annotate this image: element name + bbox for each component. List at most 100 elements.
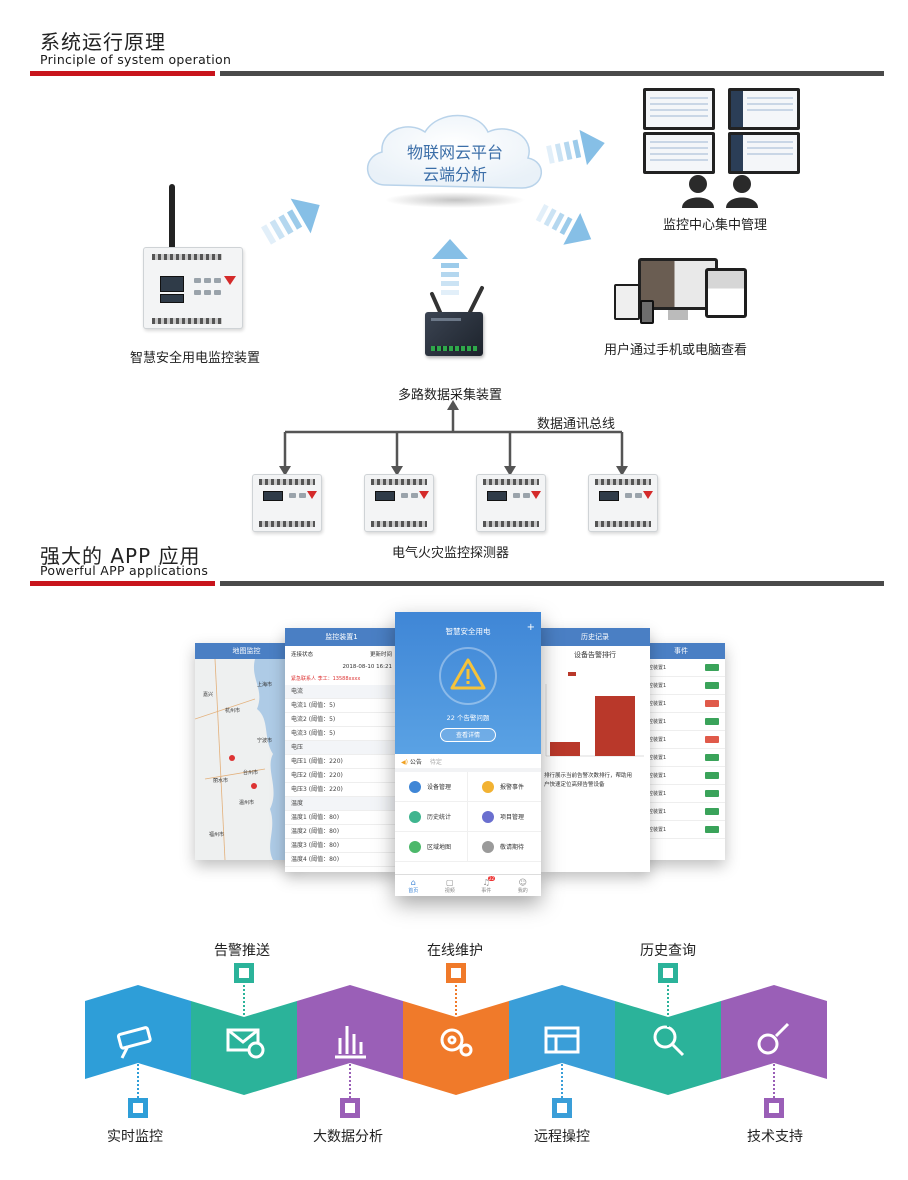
event-status-badge (705, 682, 719, 689)
map-marker-icon[interactable] (251, 783, 257, 789)
event-list-item[interactable]: 监控装置1 (637, 695, 725, 713)
device-contact: 紧急联系人 李工：13588xxxx (291, 676, 361, 682)
list-item[interactable]: 电压2 (阈值：220) (285, 769, 398, 783)
phone-device (640, 300, 654, 324)
list-item[interactable]: 温度2 (阈值：80) (285, 825, 398, 839)
connector-square (128, 1098, 148, 1118)
ranking-bar (550, 742, 580, 756)
list-item[interactable]: 电压3 (阈值：220) (285, 783, 398, 797)
event-status-badge (705, 718, 719, 725)
view-details-button[interactable]: 查看详情 (440, 728, 496, 742)
ranking-subtitle: 设备告警排行 (574, 651, 616, 659)
grid-item-map[interactable]: 区域地图 (395, 832, 468, 862)
map-marker-icon[interactable] (229, 755, 235, 761)
event-status-badge (705, 700, 719, 707)
laptop-screen (614, 284, 640, 320)
detector-label: 电气火灾监控探测器 (392, 546, 510, 561)
camera-icon (116, 1026, 152, 1059)
feature-panel (297, 985, 403, 1079)
event-list-item[interactable]: 监控装置1 (637, 767, 725, 785)
magnifier-icon (653, 1025, 685, 1057)
arrow-cloud-to-center (546, 129, 605, 166)
grid-item-more[interactable]: 敬请期待 (468, 832, 541, 862)
tab-video[interactable]: ▢视频 (432, 875, 469, 896)
ranking-text: 户快速定位高频告警设备 (544, 782, 605, 788)
section2-subtitle: Powerful APP applications (40, 563, 209, 578)
map-city: 丽水市 (213, 778, 229, 784)
section2-accent-bar (30, 581, 215, 586)
fire-detector-device (252, 474, 322, 532)
event-device-name: 监控装置1 (643, 719, 667, 725)
grid-item-project[interactable]: 项目管理 (468, 802, 541, 832)
bell-icon: ♫ (482, 878, 490, 887)
event-list-item[interactable]: 监控装置1 (637, 749, 725, 767)
section2-title: 强大的 APP 应用 (40, 544, 201, 568)
list-item[interactable]: 电流2 (阈值：5) (285, 713, 398, 727)
tab-home[interactable]: ⌂首页 (395, 875, 432, 896)
stats-icon (409, 810, 421, 823)
device-update-label: 更新时间 (369, 652, 392, 658)
map-icon (409, 840, 421, 853)
feature-label-big-data: 大数据分析 (313, 1129, 383, 1145)
event-screen-title: 事件 (637, 643, 725, 659)
event-list-item[interactable]: 监控装置1 (637, 731, 725, 749)
cloud-label: 物联网云平台 云端分析 (385, 142, 525, 186)
project-icon (482, 810, 494, 823)
event-list-item[interactable]: 监控装置1 (637, 659, 725, 677)
event-list-item[interactable]: 监控装置1 (637, 713, 725, 731)
event-list-item[interactable]: 监控装置1 (637, 821, 725, 839)
event-list-item[interactable]: 监控装置1 (637, 677, 725, 695)
antenna-icon (169, 184, 175, 254)
event-device-name: 监控装置1 (643, 755, 667, 761)
map-screen: 地图监控 上海市 杭州市 嘉兴 宁波市 台州市 温州市 丽水市 福州市 (195, 643, 298, 860)
cloud-line2: 云端分析 (422, 165, 487, 184)
monitor-center-label: 监控中心集中管理 (663, 218, 768, 233)
list-item[interactable]: 温度3 (阈值：80) (285, 839, 398, 853)
grid-item-alarm[interactable]: 报警事件 (468, 772, 541, 802)
feature-label-alarm-push: 告警推送 (214, 943, 270, 959)
tab-profile[interactable]: ☺我的 (505, 875, 542, 896)
monitor-screen (728, 132, 800, 174)
connector-dots (561, 1060, 563, 1098)
list-item[interactable]: 电流3 (阈值：5) (285, 727, 398, 741)
event-status-badge (705, 664, 719, 671)
connector-dots (243, 985, 245, 1027)
event-status-badge (705, 826, 719, 833)
feature-strip (85, 985, 827, 1095)
operator-icons (682, 175, 758, 208)
user-icon: ☺ (518, 878, 527, 887)
gears-icon (440, 1028, 473, 1057)
event-list-item[interactable]: 监控装置1 (637, 803, 725, 821)
dashboard-icon (544, 1026, 580, 1054)
list-item[interactable]: 电流1 (阈值：5) (285, 699, 398, 713)
notice-icon: ◀) (401, 759, 408, 766)
event-list-item[interactable]: 监控装置1 (637, 785, 725, 803)
tab-label: 首页 (408, 888, 419, 894)
list-item[interactable]: 温度4 (阈值：80) (285, 853, 398, 867)
ranking-screen-title: 历史记录 (540, 628, 650, 646)
feature-panel (721, 985, 827, 1079)
bus-label: 数据通讯总线 (537, 417, 616, 432)
grid-item-label: 报警事件 (500, 784, 525, 791)
connector-dots (349, 1060, 351, 1098)
list-item[interactable]: 电压1 (阈值：220) (285, 755, 398, 769)
grid-item-label: 敬请期待 (500, 844, 525, 851)
collector-label: 多路数据采集装置 (398, 388, 503, 403)
add-icon[interactable]: + (526, 622, 535, 633)
monitor-screen (728, 88, 800, 130)
map-city: 上海市 (257, 682, 273, 688)
ranking-text: 排行展示当前告警次数排行，帮助用 (544, 773, 633, 779)
grid-item-label: 历史统计 (427, 814, 452, 821)
feature-panel (191, 1001, 297, 1095)
ranking-chart (545, 672, 644, 757)
grid-item-stats[interactable]: 历史统计 (395, 802, 468, 832)
alarm-count: 22 个告警问题 (446, 714, 490, 722)
grid-item-label: 设备管理 (427, 784, 452, 791)
section1-subtitle: Principle of system operation (40, 52, 232, 67)
event-device-name: 监控装置1 (643, 791, 667, 797)
tab-label: 我的 (517, 888, 528, 894)
list-item[interactable]: 温度1 (阈值：80) (285, 811, 398, 825)
connector-dots (667, 985, 669, 1027)
grid-item-device[interactable]: 设备管理 (395, 772, 468, 802)
